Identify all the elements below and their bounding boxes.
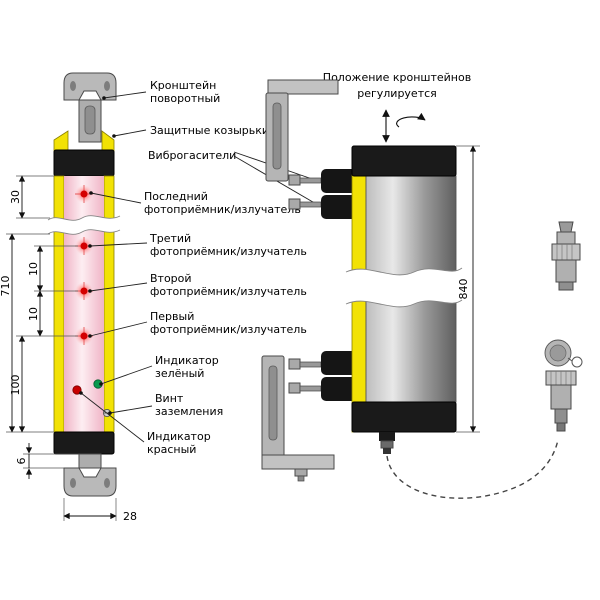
cable-gland: [379, 432, 395, 441]
left-yellow-rail: [53, 175, 65, 433]
dim-10a: 10: [27, 262, 40, 276]
connector-plug: [551, 221, 581, 291]
cable-dashed: [386, 439, 559, 499]
pivot-bracket-bottom: [63, 453, 117, 497]
callout-green-indicator-2: зелёный: [155, 367, 204, 380]
bracket-hole: [70, 81, 76, 91]
callout-first-unit-1: Первый: [150, 310, 194, 323]
bracket-slot: [268, 365, 278, 441]
callout-third-unit-1: Третий: [149, 232, 191, 245]
callout-third-unit-2: фотоприёмник/излучатель: [150, 245, 307, 258]
callout-first-unit-2: фотоприёмник/излучатель: [150, 323, 307, 336]
dim-710: 710: [0, 276, 12, 297]
front-dimensions: 30 710 10 10 100 6 28: [0, 175, 137, 523]
column-bottom-cap: [351, 401, 457, 433]
callout-second-unit-1: Второй: [150, 272, 192, 285]
dim-30: 30: [9, 190, 22, 204]
note-line-1: Положение кронштейнов: [323, 71, 471, 84]
callout-pivot-bracket-1: Кронштейн: [150, 79, 216, 92]
bracket-hole: [104, 81, 110, 91]
damper-cylinder: [321, 377, 359, 401]
callout-dampers: Виброгасители: [148, 149, 236, 162]
body-break: [47, 215, 121, 235]
mount-bracket-top: [265, 79, 339, 182]
pivot-bracket-top: [63, 72, 117, 143]
side-view: Положение кронштейнов регулируется: [261, 71, 583, 499]
callout-red-indicator-1: Индикатор: [147, 430, 211, 443]
bracket-hole: [70, 478, 76, 488]
rotation-arrow-icon: [396, 112, 426, 128]
dim-100: 100: [9, 375, 22, 396]
callout-green-indicator-1: Индикатор: [155, 354, 219, 367]
dim-840: 840: [457, 279, 470, 300]
callout-visors: Защитные козырьки: [150, 124, 269, 137]
device-column: [345, 145, 463, 433]
red-indicator-led: [72, 385, 82, 395]
dim-10b: 10: [27, 307, 40, 321]
front-view: [47, 72, 121, 497]
callout-pivot-bracket-2: поворотный: [150, 92, 220, 105]
cap-tether-ring: [571, 356, 583, 368]
dim-6: 6: [15, 458, 28, 465]
bracket-slot: [84, 105, 96, 135]
vibration-dampers-bottom: [288, 351, 359, 401]
callout-last-unit-2: фотоприёмник/излучатель: [144, 203, 301, 216]
bottom-end-cap: [53, 431, 115, 455]
cable-assembly: [379, 432, 559, 499]
callout-red-indicator-2: красный: [147, 443, 196, 456]
bracket-slot: [272, 102, 282, 170]
callout-ground-screw-2: заземления: [155, 405, 223, 418]
adjustment-note: Положение кронштейнов регулируется: [323, 71, 471, 143]
damper-cylinder: [321, 351, 359, 375]
vibration-dampers-top: [288, 169, 359, 219]
bracket-hole: [104, 478, 110, 488]
callout-ground-screw-1: Винт: [155, 392, 184, 405]
callout-second-unit-2: фотоприёмник/излучатель: [150, 285, 307, 298]
dim-28: 28: [123, 510, 137, 523]
mount-bracket-bottom: [261, 355, 335, 482]
column-break: [345, 267, 463, 308]
column-top-cap: [351, 145, 457, 177]
callout-labels: Кронштейн поворотный Защитные козырьки В…: [79, 79, 320, 456]
callout-last-unit-1: Последний: [144, 190, 208, 203]
damper-cylinder: [321, 169, 359, 193]
optical-window: [64, 176, 104, 432]
top-end-cap: [53, 149, 115, 177]
right-yellow-rail: [103, 175, 115, 433]
dim-840-group: 840: [456, 145, 480, 433]
connector-with-cap: [544, 339, 583, 432]
note-line-2: регулируется: [357, 87, 437, 100]
emitter-leds: [75, 185, 93, 345]
damper-cylinder: [321, 195, 359, 219]
